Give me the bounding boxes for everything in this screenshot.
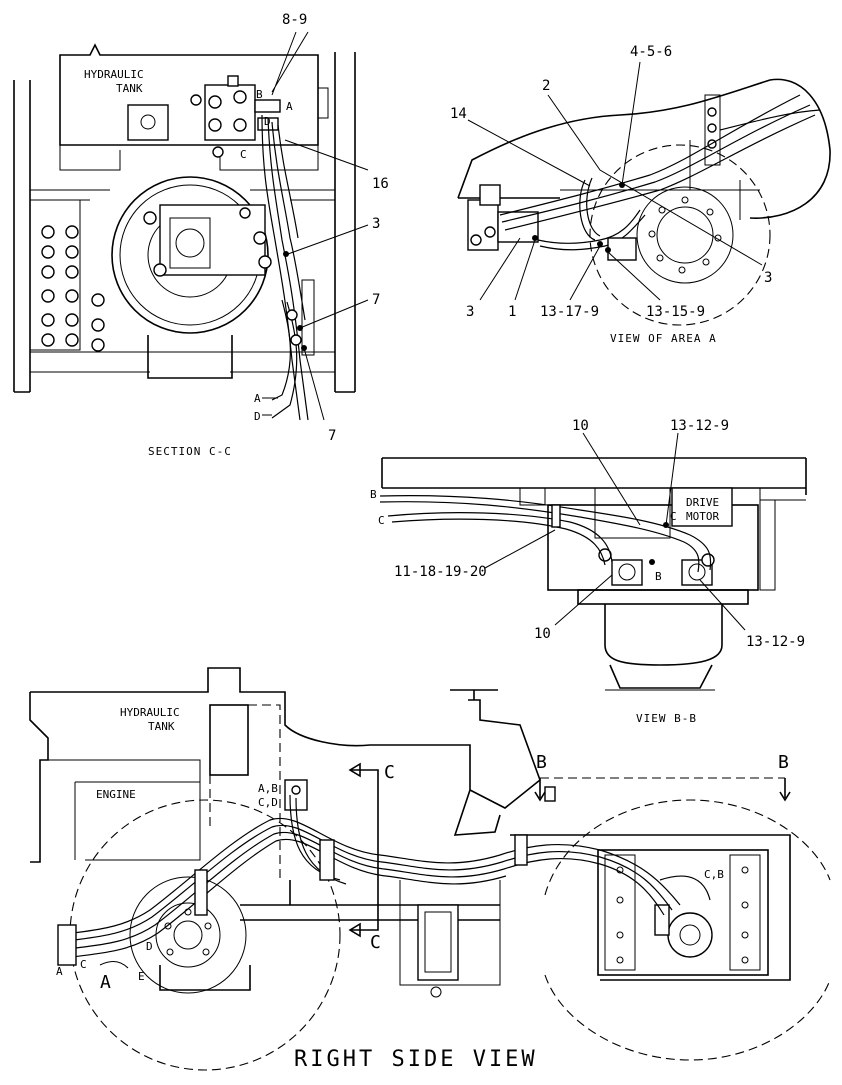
callout-a-13-15-9: 13-15-9 [646,304,705,320]
hose-bb-b: B [370,488,377,501]
rsv-engine-label: ENGINE [96,788,136,801]
rsv-hose-a: A [56,965,63,978]
section-cc-tank-label-1: HYDRAULIC [84,68,144,81]
left-fittings [41,225,105,352]
port-bb-c: C [670,510,677,523]
port-cc-a: A [286,100,293,113]
callout-a-14: 14 [450,106,467,122]
callout-a-13-17-9: 13-17-9 [540,304,599,320]
rsv-hose-c: C [80,958,87,971]
callout-bb-10-top: 10 [572,418,589,434]
area-mark-a: A [100,972,111,993]
hose-cc-d: D [254,410,261,423]
hose-bb-c: C [378,514,385,527]
view-area-a-drawing [457,61,831,326]
port-bb-b: B [655,570,662,583]
callout-cc-8-9: 8-9 [282,12,307,28]
rsv-port-cd: C,D [258,796,278,809]
callout-a-1: 1 [508,304,516,320]
rear-frame-bolts [616,866,749,964]
rsv-port-cb: C,B [704,868,724,881]
callout-bb-10-bottom: 10 [534,626,551,642]
port-cc-d: D [264,115,271,128]
port-cc-b: B [256,88,263,101]
rsv-tank-label-2: TANK [148,720,175,733]
hose-cc-a: A [254,392,261,405]
rsv-hose-d: D [146,940,153,953]
callout-a-2: 2 [542,78,550,94]
rsv-port-ab: A,B [258,782,278,795]
hub-bolts [648,196,722,274]
callout-cc-7-lower: 7 [328,428,336,444]
front-hub-bolts [164,908,212,956]
callout-bb-13-12-9-bottom: 13-12-9 [746,634,805,650]
callout-cc-3: 3 [372,216,380,232]
callout-cc-7-upper: 7 [372,292,380,308]
view-mark-b-left: B [536,752,547,773]
rsv-hose-e: E [138,970,145,983]
view-bb-caption: VIEW B-B [636,712,697,725]
callout-a-3-right: 3 [764,270,772,286]
section-cc-tank-label-2: TANK [116,82,143,95]
right-side-view-drawing [29,667,831,1071]
callout-bb-11-18-19-20: 11-18-19-20 [394,564,487,580]
callout-a-4-5-6: 4-5-6 [630,44,672,60]
right-side-view-caption: RIGHT SIDE VIEW [294,1047,538,1072]
callout-cc-16: 16 [372,176,389,192]
section-cc-caption: SECTION C-C [148,445,232,458]
drive-motor-label-2: MOTOR [686,510,719,523]
callout-a-3-left: 3 [466,304,474,320]
port-cc-c: C [240,148,247,161]
section-cc-drawing [13,31,369,421]
callout-bb-13-12-9-top: 13-12-9 [670,418,729,434]
view-mark-b-right: B [778,752,789,773]
section-mark-c-bottom: C [370,932,381,953]
section-mark-c-top: C [384,762,395,783]
view-bb-drawing [379,432,807,691]
rsv-tank-label-1: HYDRAULIC [120,706,180,719]
drive-motor-label-1: DRIVE [686,496,719,509]
view-area-a-caption: VIEW OF AREA A [610,332,717,345]
